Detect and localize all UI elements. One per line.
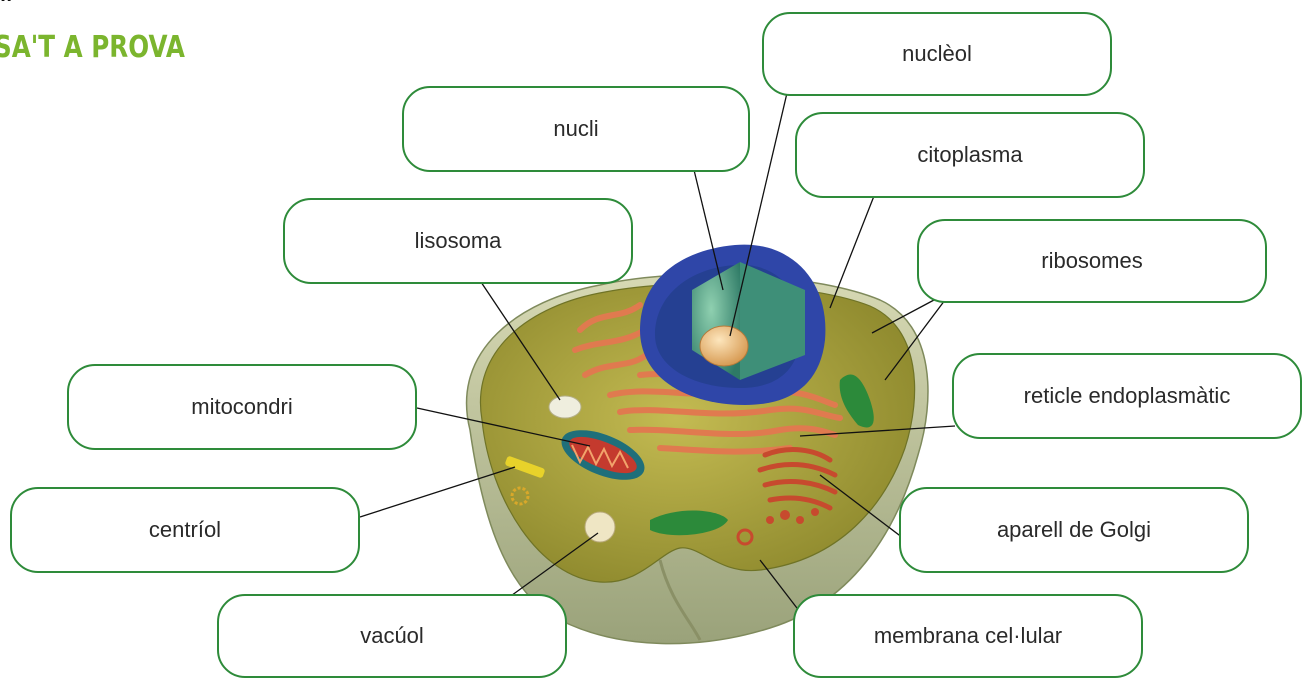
nucleolus bbox=[700, 326, 748, 366]
lysosome bbox=[549, 396, 581, 418]
vacuole bbox=[585, 512, 615, 542]
label-centriol: centríol bbox=[10, 487, 360, 573]
label-nucleol: nuclèol bbox=[762, 12, 1112, 96]
label-aparell-de-golgi: aparell de Golgi bbox=[899, 487, 1249, 573]
label-vacuol: vacúol bbox=[217, 594, 567, 678]
label-lisosoma: lisosoma bbox=[283, 198, 633, 284]
label-citoplasma: citoplasma bbox=[795, 112, 1145, 198]
label-nucli: nucli bbox=[402, 86, 750, 172]
label-reticle-endoplasmatic: reticle endoplasmàtic bbox=[952, 353, 1302, 439]
label-mitocondri: mitocondri bbox=[67, 364, 417, 450]
label-membrana-cellular: membrana cel·lular bbox=[793, 594, 1143, 678]
label-ribosomes: ribosomes bbox=[917, 219, 1267, 303]
